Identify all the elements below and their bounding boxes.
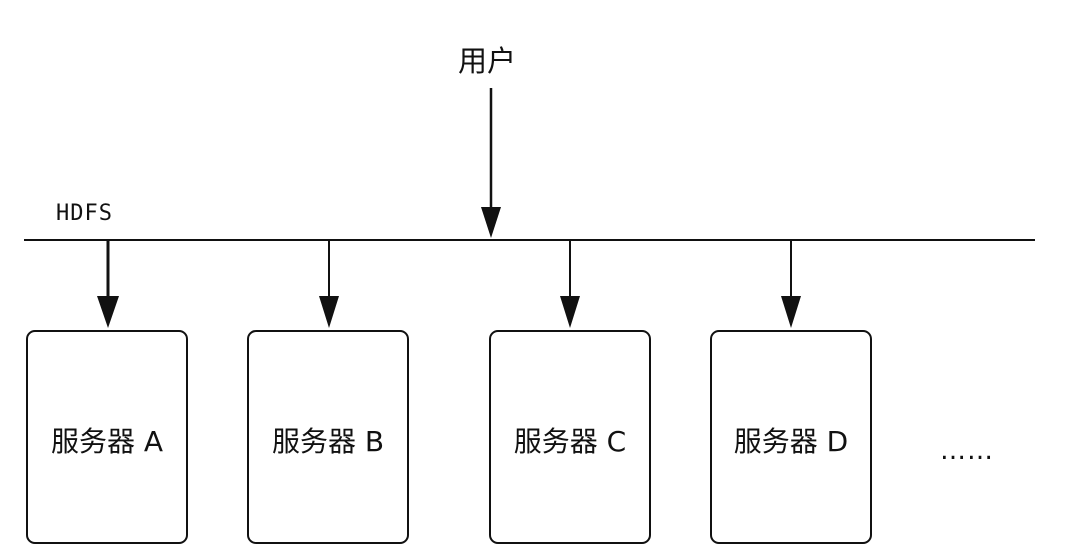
user-label: 用户 <box>458 44 517 78</box>
server-b-box: 服务器 B <box>247 330 409 544</box>
user-arrow-head <box>481 207 501 238</box>
server-d-arrow-head <box>781 296 801 328</box>
server-d-box: 服务器 D <box>710 330 872 544</box>
server-a-label: 服务器 A <box>50 425 164 458</box>
server-c-arrow-head <box>560 296 580 328</box>
server-c-box: 服务器 C <box>489 330 651 544</box>
hdfs-label: HDFS <box>56 201 113 226</box>
more-servers-ellipsis: …… <box>940 436 994 466</box>
server-b-arrow-head <box>319 296 339 328</box>
server-c-label: 服务器 C <box>513 425 627 458</box>
server-a-box: 服务器 A <box>26 330 188 544</box>
server-a-arrow-head <box>97 296 119 328</box>
server-d-label: 服务器 D <box>733 425 849 458</box>
server-b-label: 服务器 B <box>271 425 385 458</box>
